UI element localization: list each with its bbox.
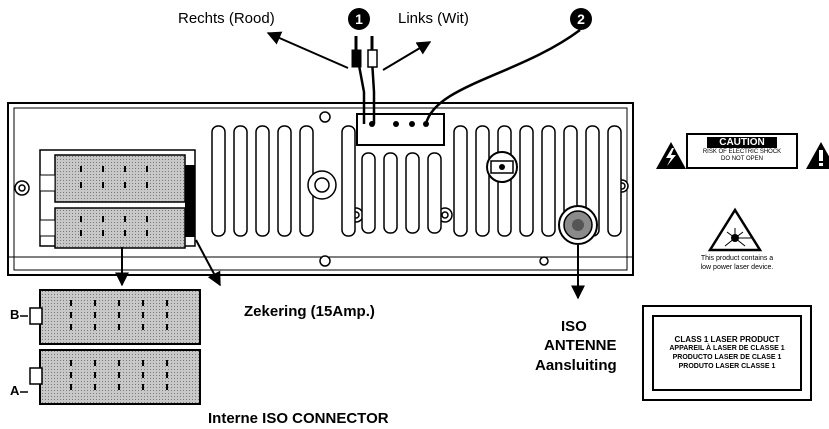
callout-badge-2: 2: [570, 8, 592, 30]
connector-pin: [80, 230, 82, 236]
connector-pin: [166, 360, 168, 366]
connector-detail-pins: [70, 300, 168, 390]
iso-antenna-caption: Aansluiting: [535, 357, 617, 374]
connector-pin: [166, 372, 168, 378]
laser-plate-line-1: CLASS 1 LASER PRODUCT: [674, 335, 780, 344]
connector-pin: [94, 324, 96, 330]
connector-pin: [70, 312, 72, 318]
caution-line-1: RISK OF ELECTRIC SHOCK: [702, 149, 782, 155]
connector-pin: [166, 384, 168, 390]
connector-pin: [102, 182, 104, 188]
connector-pin: [70, 372, 72, 378]
connector-pin: [124, 230, 126, 236]
laser-class-plate-inner: CLASS 1 LASER PRODUCT APPAREIL À LASER D…: [652, 315, 802, 391]
iso-connector-socket: [39, 149, 196, 249]
connector-pin: [142, 372, 144, 378]
vent-slot: [255, 125, 270, 237]
vent-slot: [475, 125, 490, 237]
vent-slot: [341, 125, 356, 237]
callout-badge-1: 1: [348, 8, 370, 30]
laser-warning-icon: [707, 207, 763, 252]
connector-pin: [118, 360, 120, 366]
vent-slot: [519, 125, 534, 237]
connector-pin: [142, 312, 144, 318]
connector-pin: [70, 324, 72, 330]
connector-pin: [166, 324, 168, 330]
connector-a-label: A: [10, 383, 20, 398]
connector-pin: [80, 216, 82, 222]
connector-pin: [70, 384, 72, 390]
connector-pin: [70, 300, 72, 306]
iso-antenna-title: ISO: [561, 318, 587, 335]
connector-pin: [124, 216, 126, 222]
connector-pin: [118, 384, 120, 390]
vent-slot: [277, 125, 292, 237]
connector-pin: [118, 324, 120, 330]
connector-pin: [80, 182, 82, 188]
connector-pin: [146, 230, 148, 236]
connector-pin: [102, 166, 104, 172]
connector-pin: [124, 182, 126, 188]
connector-pin: [94, 372, 96, 378]
fuse-label: Zekering (15Amp.): [244, 303, 375, 320]
exclamation-warning-icon: [806, 142, 829, 169]
vent-slot: [607, 125, 622, 237]
connector-pin: [142, 384, 144, 390]
iso-antenna-subtitle: ANTENNE: [544, 337, 617, 354]
vent-slot: [405, 152, 420, 234]
connector-pin: [142, 300, 144, 306]
laser-plate-line-4: PRODUTO LASER CLASSE 1: [678, 363, 776, 370]
rca-cables: [351, 28, 581, 125]
iso-connector-detail: [20, 289, 201, 405]
connector-pins: [80, 166, 148, 236]
connector-pin: [94, 300, 96, 306]
lightning-warning-icon: [656, 142, 686, 169]
connector-pin: [118, 300, 120, 306]
connector-b-label: B: [10, 307, 20, 322]
screw-right: [486, 151, 518, 183]
right-channel-label: Rechts (Rood): [178, 10, 275, 27]
internal-iso-connector-label: Interne ISO CONNECTOR: [208, 410, 389, 427]
connector-pin: [146, 182, 148, 188]
laser-notice-line-2: low power laser device.: [700, 264, 774, 271]
vent-slot: [211, 125, 226, 237]
connector-pin: [146, 166, 148, 172]
connector-pin: [142, 324, 144, 330]
vent-slot: [541, 125, 556, 237]
caution-title: CAUTION: [707, 137, 777, 148]
connector-pin: [80, 166, 82, 172]
connector-pin: [94, 384, 96, 390]
laser-class-plate: CLASS 1 LASER PRODUCT APPAREIL À LASER D…: [642, 305, 812, 401]
vent-slot: [383, 152, 398, 234]
caution-line-2: DO NOT OPEN: [721, 156, 763, 162]
laser-plate-line-3: PRODUCTO LASER DE CLASE 1: [672, 354, 782, 361]
connector-pin: [118, 372, 120, 378]
connector-pin: [94, 360, 96, 366]
connector-pin: [146, 216, 148, 222]
caution-label: CAUTION RISK OF ELECTRIC SHOCK DO NOT OP…: [686, 133, 798, 169]
connector-pin: [166, 300, 168, 306]
left-channel-label: Links (Wit): [398, 10, 469, 27]
vent-slot: [233, 125, 248, 237]
connector-pin: [142, 360, 144, 366]
antenna-socket: [558, 205, 598, 245]
laser-plate-line-2: APPAREIL À LASER DE CLASSE 1: [669, 345, 785, 352]
line-out-block: [356, 113, 445, 146]
connector-pin: [94, 312, 96, 318]
vent-slot: [427, 152, 442, 234]
connector-pin: [102, 216, 104, 222]
screw-left: [307, 170, 337, 200]
connector-pin: [124, 166, 126, 172]
connector-pin: [118, 312, 120, 318]
vent-slot: [453, 125, 468, 237]
callout-arrows: [115, 31, 585, 300]
connector-pin: [102, 230, 104, 236]
connector-pin: [70, 360, 72, 366]
vent-slot: [361, 152, 376, 234]
connector-pin: [166, 312, 168, 318]
laser-notice-line-1: This product contains a: [700, 255, 774, 262]
